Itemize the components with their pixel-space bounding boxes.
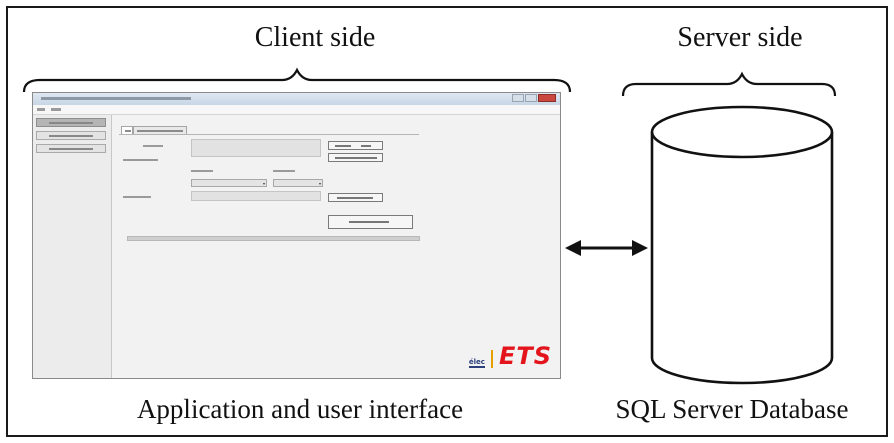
tab-content [119, 134, 419, 245]
window-title-placeholder [41, 97, 191, 100]
form-button-1 [328, 141, 383, 150]
logo-area: élec ETS [468, 342, 552, 370]
combo-label-1 [191, 170, 213, 172]
form-field-2 [191, 191, 321, 201]
ets-logo: ETS [498, 342, 552, 370]
progress-bar [127, 236, 420, 241]
application-caption: Application and user interface [136, 394, 464, 424]
left-navigation-panel [33, 115, 112, 378]
close-button [538, 94, 556, 102]
form-field-1 [191, 139, 321, 157]
form-label-3 [123, 196, 151, 198]
logo-divider [490, 350, 493, 368]
combo-label-2 [273, 170, 295, 172]
menu-item-help [51, 108, 61, 111]
form-label-1 [143, 145, 163, 147]
server-side-label: Server side [677, 22, 803, 53]
application-window-screenshot: ▾ ▾ élec ETS [32, 92, 561, 379]
database-caption: SQL Server Database [615, 394, 849, 424]
combo-box-2: ▾ [273, 179, 323, 187]
tab-1 [121, 126, 133, 134]
tab-2 [133, 126, 187, 134]
combo-box-1: ▾ [191, 179, 267, 187]
menu-item-file [37, 108, 45, 111]
nav-button-3 [36, 144, 106, 153]
tab-strip [121, 126, 187, 134]
secondary-logo: élec [468, 358, 485, 368]
server-side-brace [621, 71, 837, 97]
form-button-2 [328, 153, 383, 162]
form-label-2 [123, 159, 158, 161]
minimize-button [512, 94, 524, 102]
window-controls [512, 94, 556, 102]
database-cylinder-top [650, 105, 834, 159]
database-cylinder-body [650, 132, 834, 385]
form-button-3 [328, 193, 383, 202]
maximize-button [525, 94, 537, 102]
client-side-label: Client side [254, 22, 376, 53]
connector-arrowhead-right [632, 240, 648, 256]
nav-button-2 [36, 131, 106, 140]
menu-bar [33, 105, 560, 115]
connector-arrowhead-left [565, 240, 581, 256]
form-button-4 [328, 215, 413, 229]
nav-button-1 [36, 118, 106, 127]
client-side-brace [22, 67, 572, 93]
